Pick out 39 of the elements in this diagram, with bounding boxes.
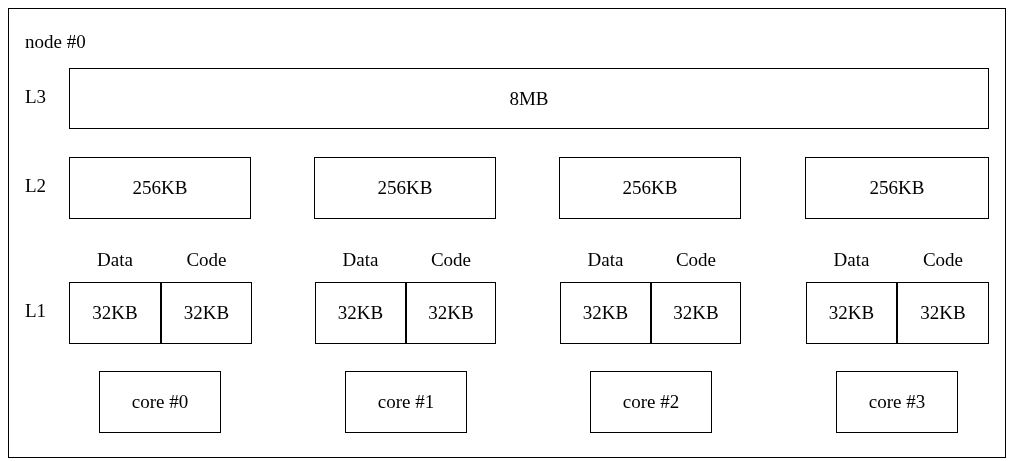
core-box [99,371,221,433]
cache-size-label: core #3 [868,391,926,413]
cache-type-label: Code [429,249,473,271]
cache-size-label: core #2 [622,391,680,413]
cache-size-label: 32KB [828,302,875,324]
cache-type-label: Data [832,249,871,271]
core-box [836,371,958,433]
cache-size-label: 32KB [920,302,966,324]
cache-type-label: Code [185,249,228,271]
node-title: node #0 [25,31,86,53]
cache-level-label: L3 [25,86,47,108]
cache-size-label: 32KB [183,302,230,324]
core-box [345,371,467,433]
cache-size-label: 32KB [582,302,629,324]
cache-type-label: Code [921,249,965,271]
cache-box [559,157,741,219]
cache-level-label: L2 [25,175,47,197]
cache-size-label: 256KB [869,177,925,199]
cache-size-label: core #1 [377,391,435,413]
cache-size-label: 32KB [673,302,719,324]
cache-size-label: 256KB [622,177,678,199]
cache-size-label: 8MB [509,87,549,110]
cache-size-label: core #0 [131,391,189,413]
cache-type-label: Code [674,249,718,271]
cache-box [69,68,989,129]
node-frame [8,8,1006,458]
cache-size-label: 32KB [337,302,384,324]
cache-size-label: 256KB [132,177,188,199]
cache-type-label: Data [341,249,380,271]
cache-type-label: Data [96,249,134,271]
core-box [590,371,712,433]
cache-size-label: 32KB [92,302,138,324]
cache-box [69,157,251,219]
cache-level-label: L1 [25,300,47,322]
cache-type-label: Data [586,249,625,271]
cache-box [314,157,496,219]
cache-size-label: 256KB [377,177,433,199]
cache-box [805,157,989,219]
cache-size-label: 32KB [428,302,474,324]
